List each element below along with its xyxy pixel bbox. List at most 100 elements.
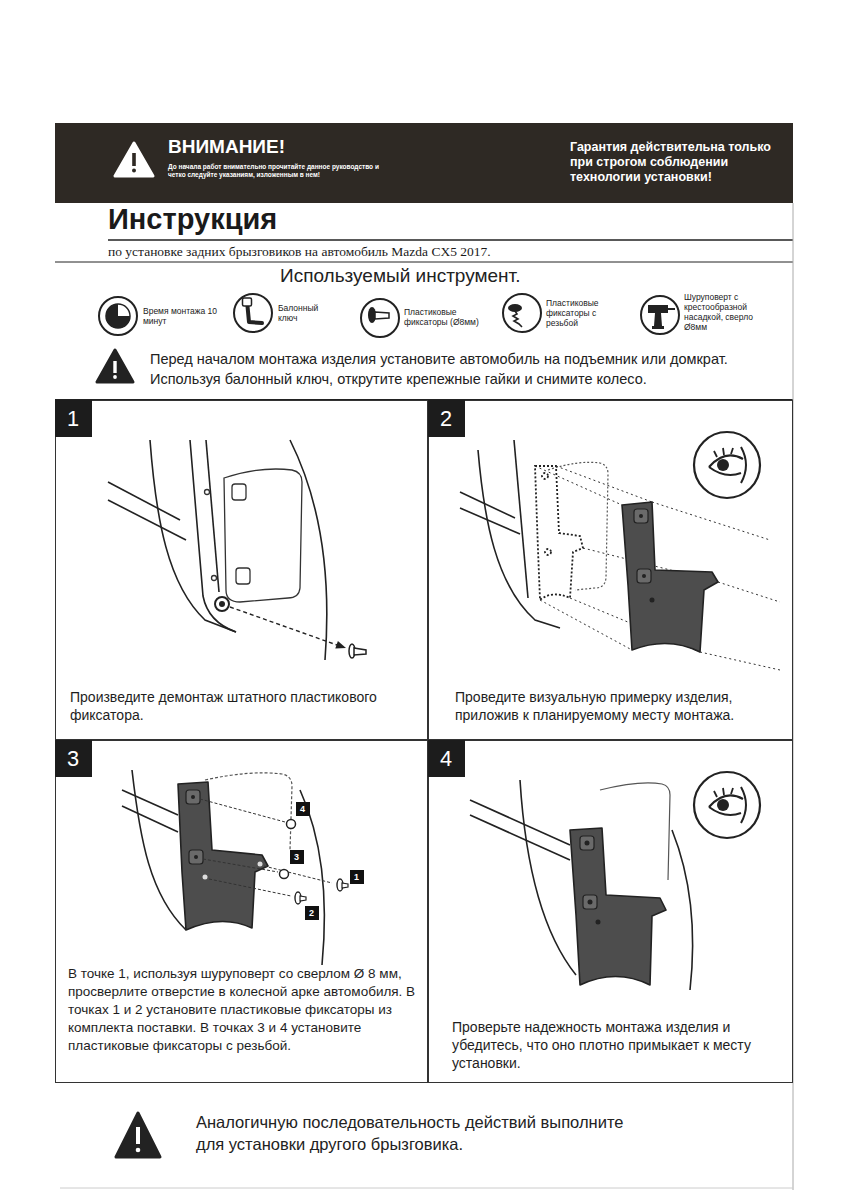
plastic-pin-icon [361,299,399,337]
projection-line [652,502,770,540]
page-title: Инструкция [108,202,277,236]
eye-icon [694,772,760,838]
projection-line [535,466,622,505]
mudflap [178,782,268,930]
warning-note: До начала работ внимательно прочитайте д… [168,163,383,179]
warning-icon [116,1113,160,1157]
plastic-pin [300,896,306,901]
step-number: 1 [55,400,92,437]
plastic-pin [354,648,366,655]
step-badge: 3 [55,740,92,777]
eye-icon [694,432,760,498]
threaded-pin-icon [503,294,541,332]
car-body-sketch [672,830,693,990]
warning-icon [136,1127,140,1144]
removal-arrow [230,607,337,645]
assembly-line [200,799,332,896]
eye-icon [717,799,729,811]
step-text: Произведите демонтаж штатного пластиково… [70,688,415,724]
header-band: ВНИМАНИЕ! До начала работ внимательно про… [55,123,793,203]
eye-icon [741,447,746,483]
mudflap [622,502,718,652]
step-text: Проведите визуальную примерку изделия, п… [455,688,780,724]
rule-line [55,262,793,263]
arch-liner-outline [205,773,292,850]
car-body-sketch [460,440,560,628]
threaded-pin-icon [508,304,522,312]
drill-icon [668,308,675,310]
mudflap [186,790,200,804]
mudflap [191,795,195,799]
warning-icon [115,143,153,176]
mudflap [178,782,268,930]
callout-number: 3 [290,850,304,864]
tool-label: Шуруповерт с крестообразной насадкой, св… [684,292,758,332]
warning-icon [132,169,136,173]
car-body-sketch [290,440,327,660]
car-body-sketch [514,440,528,598]
header-band-fill [55,123,793,203]
step-panel: Проведите визуальную примерку изделия, п… [428,400,793,740]
step-text: Проверьте надежность монтажа изделия и у… [452,1018,782,1072]
mudflap [570,828,666,985]
mudflap [642,574,646,578]
section-heading: Используемый инструмент. [280,265,521,287]
warning-icon [116,1113,160,1157]
car-body-sketch [478,450,560,628]
warning-text: Используя балонный ключ, открутите крепе… [150,370,647,388]
step-panel: Произведите демонтаж штатного пластиково… [55,400,428,740]
plastic-pin [342,883,348,888]
warning-icon [132,153,136,166]
warning-icon [115,143,153,176]
assembly-line [200,799,285,822]
car-body-sketch [470,815,570,860]
rule-line [60,1188,793,1189]
car-body-sketch [150,440,236,632]
projection-line [535,466,780,670]
step-number: 2 [428,400,465,437]
step-panel: Проверьте надежность монтажа изделия и у… [428,740,793,1083]
assembly-line [203,859,278,872]
eye-icon [714,448,733,457]
car-body-sketch [122,806,178,832]
tool-label: Балонный ключ [278,303,330,323]
removal-arrow [230,607,346,649]
mudflap [583,895,597,909]
mudflap [580,836,594,850]
callout-text: 1 [350,870,364,884]
fastener [219,601,225,607]
warning-text: Аналогичную последовательность действий … [196,1112,623,1133]
step-text: В точке 1, используя шуруповерт со сверл… [68,965,420,1055]
mudflap [650,598,655,603]
arch-liner-outline [205,469,303,602]
tool-label: Пластиковые фиксаторы с резьбой [546,298,608,328]
mudflap-outline [545,549,551,555]
car-body-sketch [122,790,178,815]
step-badge: 2 [428,400,465,437]
mudflap [203,875,208,880]
threaded-pin-icon [513,311,522,327]
warning-heading: ВНИМАНИЕ! [168,136,285,158]
time-icon [99,297,137,335]
callout-text: 3 [290,850,304,864]
warning-icon [113,375,117,379]
warning-icon [97,350,133,382]
wrench-icon [243,298,252,306]
mudflap [585,841,590,846]
drill-icon [641,296,679,334]
projection-line [718,582,780,602]
car-body-sketch [460,492,515,518]
callout-number: 1 [350,870,364,884]
eye-icon [694,432,760,498]
drill-icon [652,326,664,329]
car-body-sketch [108,440,327,660]
arch-liner-outline [212,576,217,581]
threaded-pin-icon [503,294,541,332]
callout-text: 2 [305,906,319,920]
warning-icon [113,361,116,373]
step-panel: В точке 1, используя шуруповерт со сверл… [55,740,428,1083]
drill-icon [641,296,679,334]
drill-icon [648,305,668,326]
callout-text: 4 [296,802,310,816]
time-icon [106,304,130,328]
